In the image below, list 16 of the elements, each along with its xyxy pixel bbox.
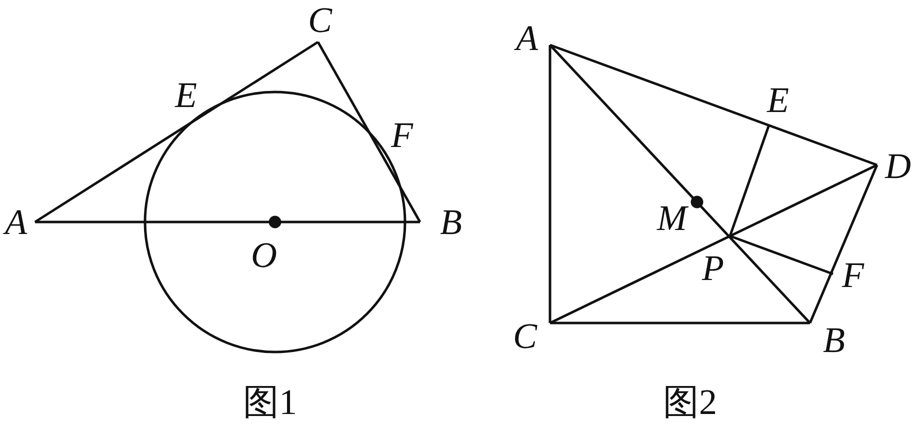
point-label: C [308,2,332,38]
point-label: P [702,250,724,286]
point-label: O [251,237,277,273]
point-label: E [175,77,197,113]
point-label: B [440,204,462,240]
point-label: D [885,148,911,184]
figure-caption: 图1 [243,384,297,420]
point-label: C [513,318,537,354]
point-label: E [767,82,789,118]
point-label: B [823,322,845,358]
point-label: F [391,117,413,153]
point-label: A [5,204,27,240]
point-label: A [516,20,538,56]
point-label: F [842,257,864,293]
point-label: M [657,200,687,236]
figure-caption: 图2 [663,384,717,420]
